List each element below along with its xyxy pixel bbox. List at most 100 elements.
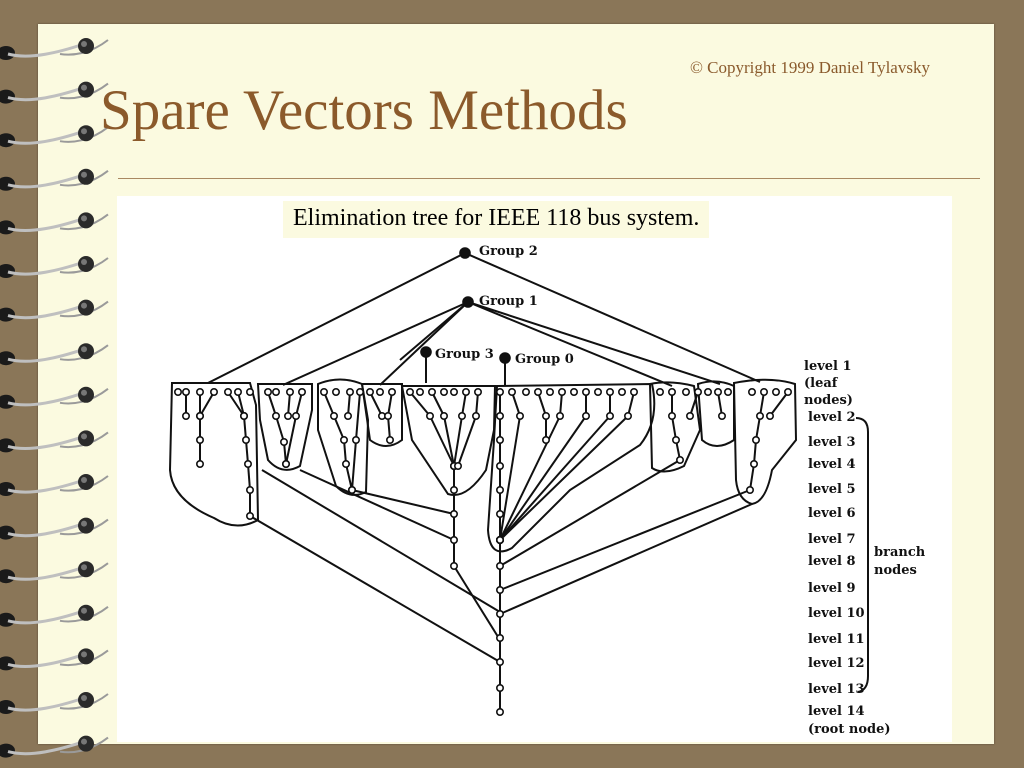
- spiral-binding-ring: [0, 256, 109, 278]
- tree-node: [439, 411, 448, 420]
- tree-node: [457, 411, 466, 420]
- tree-edge: [237, 391, 245, 417]
- tree-edge: [295, 391, 303, 417]
- spiral-binding-ring: [0, 168, 109, 191]
- level-6-label: level 6: [808, 506, 856, 521]
- spiral-binding-ring: [0, 604, 109, 627]
- tree-edge: [499, 415, 611, 541]
- tree-node: [693, 387, 702, 396]
- level-1-note-1: (leaf: [804, 376, 839, 391]
- tree-node: [331, 387, 340, 396]
- spiral-binding-ring: [0, 648, 109, 671]
- tree-node: [749, 459, 758, 468]
- spiral-binding-ring: [0, 517, 109, 540]
- level-13-label: level 13: [808, 682, 865, 697]
- tree-node: [755, 411, 764, 420]
- tree-node: [281, 459, 290, 468]
- tree-node: [521, 387, 530, 396]
- tree-node: [244, 459, 253, 468]
- tree-edge: [409, 391, 431, 417]
- tree-node: [182, 411, 191, 420]
- tree-edge: [323, 391, 335, 417]
- tree-node: [495, 585, 504, 594]
- tree-node: [685, 411, 694, 420]
- tree-node: [495, 485, 504, 494]
- tree-edge: [387, 391, 393, 417]
- tree-node: [449, 387, 458, 396]
- tree-node: [495, 633, 504, 642]
- tree-node: [495, 657, 504, 666]
- tree-node: [495, 435, 504, 444]
- tree-node: [415, 387, 424, 396]
- tree-edge: [227, 391, 245, 417]
- tree-node: [745, 485, 754, 494]
- tree-edge: [769, 391, 789, 417]
- tree-edge: [443, 415, 455, 467]
- tree-node: [329, 411, 338, 420]
- tree-node: [667, 411, 676, 420]
- tree-nodes: [174, 247, 792, 716]
- tree-node: [196, 435, 205, 444]
- tree-node: [495, 707, 504, 716]
- tree-edge: [467, 301, 721, 385]
- tree-node: [182, 387, 191, 396]
- tree-node: [783, 387, 792, 396]
- spiral-binding-ring: [0, 299, 109, 322]
- group-3-label: Group 3: [435, 347, 494, 362]
- group-node: [462, 296, 474, 308]
- tree-edge: [243, 415, 247, 441]
- figure-caption: Elimination tree for IEEE 118 bus system…: [283, 201, 710, 238]
- tree-node: [747, 387, 756, 396]
- tree-edge: [245, 439, 249, 465]
- tree-edge: [351, 439, 357, 491]
- level-14-note: (root node): [808, 722, 891, 737]
- tree-node: [246, 485, 255, 494]
- copyright-text: © Copyright 1999 Daniel Tylavsky: [690, 58, 930, 77]
- tree-node: [515, 411, 524, 420]
- tree-node: [224, 387, 233, 396]
- tree-node: [453, 461, 462, 470]
- tree-node: [495, 609, 504, 618]
- tree-node: [347, 485, 356, 494]
- spiral-binding-ring: [0, 735, 109, 758]
- tree-edge: [461, 391, 467, 417]
- tree-node: [387, 387, 396, 396]
- tree-edge: [431, 391, 445, 417]
- tree-edge: [499, 415, 587, 541]
- group-outline: [486, 382, 656, 553]
- level-2-label: level 2: [808, 410, 856, 425]
- group-outline: [317, 378, 370, 496]
- tree-edge: [267, 391, 277, 417]
- title-divider: [118, 178, 980, 179]
- group-node: [420, 346, 432, 358]
- tree-edge: [467, 301, 673, 387]
- tree-node: [297, 387, 306, 396]
- tree-node: [557, 387, 566, 396]
- tree-edge: [457, 415, 477, 467]
- level-7-label: level 7: [808, 532, 856, 547]
- spiral-binding-ring: [0, 561, 109, 584]
- tree-node: [242, 435, 251, 444]
- tree-edge: [475, 391, 479, 417]
- tree-node: [240, 411, 249, 420]
- group-outline: [696, 380, 735, 447]
- tree-edge: [499, 489, 751, 591]
- tree-node: [375, 387, 384, 396]
- level-14-label: level 14: [808, 704, 865, 719]
- tree-node: [271, 411, 280, 420]
- tree-edge: [299, 469, 455, 541]
- group-outline: [648, 381, 702, 473]
- tree-node: [449, 561, 458, 570]
- tree-edge: [671, 415, 677, 441]
- tree-node: [471, 411, 480, 420]
- tree-edge: [453, 565, 501, 641]
- tree-node: [341, 459, 350, 468]
- tree-edge: [499, 459, 681, 567]
- branch-nodes-label-2: nodes: [874, 563, 917, 578]
- level-10-label: level 10: [808, 606, 865, 621]
- tree-edge: [351, 489, 455, 515]
- tree-node: [605, 387, 614, 396]
- tree-edge: [511, 391, 521, 417]
- tree-edge: [429, 415, 455, 467]
- tree-node: [759, 387, 768, 396]
